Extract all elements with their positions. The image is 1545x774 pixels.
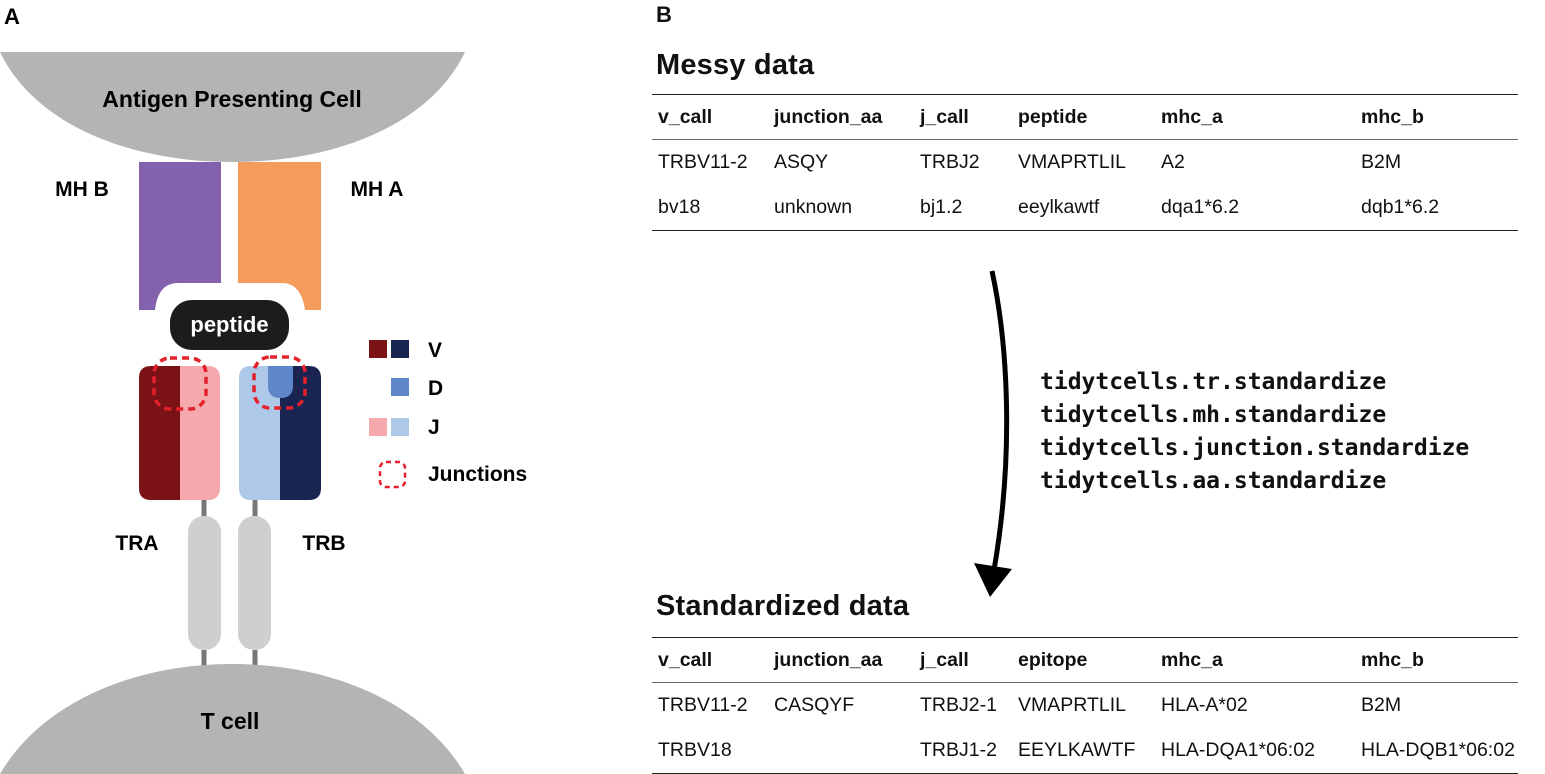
legend-v-swatch-beta xyxy=(391,340,409,358)
column-header: v_call xyxy=(652,637,768,683)
trb-stalk xyxy=(238,516,271,650)
command-mh-standardize: tidytcells.mh.standardize xyxy=(1040,402,1387,428)
legend-j-label: J xyxy=(428,416,440,439)
table-cell: TRBV11-2 xyxy=(658,694,748,716)
legend-junctions-label: Junctions xyxy=(428,463,527,486)
legend-v-label: V xyxy=(428,339,442,362)
table-cell: TRBJ2 xyxy=(920,151,980,173)
table-cell xyxy=(768,728,914,774)
command-junction-standardize: tidytcells.junction.standardize xyxy=(1040,435,1470,461)
legend-v-swatch-alpha xyxy=(369,340,387,358)
table-cell: bj1.2 xyxy=(914,185,1012,231)
apc-label: Antigen Presenting Cell xyxy=(102,86,361,112)
t-cell-label: T cell xyxy=(201,708,260,734)
tra-junction-marker xyxy=(152,356,208,411)
column-header: mhc_b xyxy=(1355,94,1518,140)
arrow-head-icon xyxy=(974,563,1012,597)
peptide-shape xyxy=(170,300,289,350)
table-cell: TRBJ2-1 xyxy=(920,694,997,716)
table-row: TRBV11-2 CASQYF TRBJ2-1 VMAPRTLIL HLA-A*… xyxy=(652,683,1518,729)
messy-data-title: Messy data xyxy=(656,49,815,81)
column-header: mhc_a xyxy=(1155,94,1355,140)
table-cell: TRBJ1-2 xyxy=(914,728,1012,774)
column-header: mhc_b xyxy=(1355,637,1518,683)
table-cell: TRBV11-2 xyxy=(658,151,748,173)
table-cell: B2M xyxy=(1361,694,1402,716)
column-header: mhc_a xyxy=(1155,637,1355,683)
legend-j-swatch-beta xyxy=(391,418,409,436)
antigen-presenting-cell xyxy=(0,52,465,162)
table-header-row: v_call junction_aa j_call peptide mhc_a … xyxy=(652,94,1518,140)
command-aa-standardize: tidytcells.aa.standardize xyxy=(1040,468,1387,494)
legend-d-swatch xyxy=(391,378,409,396)
command-list: tidytcells.tr.standardize tidytcells.mh.… xyxy=(1040,366,1469,498)
panel-b: B Messy data v_call junction_aa j_call p… xyxy=(630,0,1545,774)
panel-b-label: B xyxy=(656,2,672,27)
table-cell: ASQY xyxy=(774,151,829,173)
column-header: v_call xyxy=(652,94,768,140)
panel-a-label: A xyxy=(4,4,20,29)
column-header: junction_aa xyxy=(768,94,914,140)
tra-j-region xyxy=(180,366,220,500)
legend-d-label: D xyxy=(428,377,443,400)
segment-legend: V D J Junctions xyxy=(369,339,527,489)
trb-v-region xyxy=(280,366,321,500)
column-header: junction_aa xyxy=(768,637,914,683)
legend-junction-swatch xyxy=(378,460,407,489)
table-cell: dqa1*6.2 xyxy=(1155,185,1355,231)
table-cell: CASQYF xyxy=(774,694,855,716)
trb-j-region xyxy=(239,366,280,500)
trb-d-region xyxy=(268,366,293,398)
table-cell: HLA-DQB1*06:02 xyxy=(1355,728,1518,774)
table-row: TRBV18 TRBJ1-2 EEYLKAWTF HLA-DQA1*06:02 … xyxy=(652,728,1518,774)
table-cell: VMAPRTLIL xyxy=(1018,694,1127,716)
table-row: bv18 unknown bj1.2 eeylkawtf dqa1*6.2 dq… xyxy=(652,185,1518,231)
table-cell: dqb1*6.2 xyxy=(1355,185,1518,231)
command-tr-standardize: tidytcells.tr.standardize xyxy=(1040,369,1387,395)
column-header: peptide xyxy=(1012,94,1155,140)
table-cell: TRBV18 xyxy=(652,728,768,774)
tra-v-region xyxy=(139,366,180,500)
table-cell: eeylkawtf xyxy=(1012,185,1155,231)
table-header-row: v_call junction_aa j_call epitope mhc_a … xyxy=(652,637,1518,683)
messy-data-table: v_call junction_aa j_call peptide mhc_a … xyxy=(652,94,1518,231)
transform-arrow xyxy=(974,270,1012,597)
table-cell: HLA-A*02 xyxy=(1161,694,1248,716)
tra-label: TRA xyxy=(115,532,158,555)
table-cell: VMAPRTLIL xyxy=(1018,151,1127,173)
panel-a-diagram: A Antigen Presenting Cell MH B MH A pept… xyxy=(0,4,527,774)
table-cell: bv18 xyxy=(652,185,768,231)
arrow-curve xyxy=(989,270,1010,571)
table-cell: HLA-DQA1*06:02 xyxy=(1155,728,1355,774)
mhc-b-label: MH B xyxy=(55,178,109,201)
table-cell: B2M xyxy=(1361,151,1402,173)
legend-j-swatch-alpha xyxy=(369,418,387,436)
t-cell xyxy=(0,664,465,774)
standardized-data-table: v_call junction_aa j_call epitope mhc_a … xyxy=(652,637,1518,774)
mhc-a-chain xyxy=(238,162,321,310)
column-header: epitope xyxy=(1012,637,1155,683)
table-cell: A2 xyxy=(1161,151,1185,173)
table-cell: unknown xyxy=(768,185,914,231)
table-row: TRBV11-2 ASQY TRBJ2 VMAPRTLIL A2 B2M xyxy=(652,140,1518,186)
column-header: j_call xyxy=(914,94,1012,140)
table-cell: EEYLKAWTF xyxy=(1012,728,1155,774)
mhc-b-chain xyxy=(139,162,221,310)
column-header: j_call xyxy=(914,637,1012,683)
standardized-data-title: Standardized data xyxy=(656,590,910,622)
tra-stalk xyxy=(188,516,221,650)
trb-label: TRB xyxy=(302,532,345,555)
peptide-label: peptide xyxy=(190,312,268,337)
mhc-a-label: MH A xyxy=(351,178,404,201)
trb-junction-marker xyxy=(252,355,307,410)
